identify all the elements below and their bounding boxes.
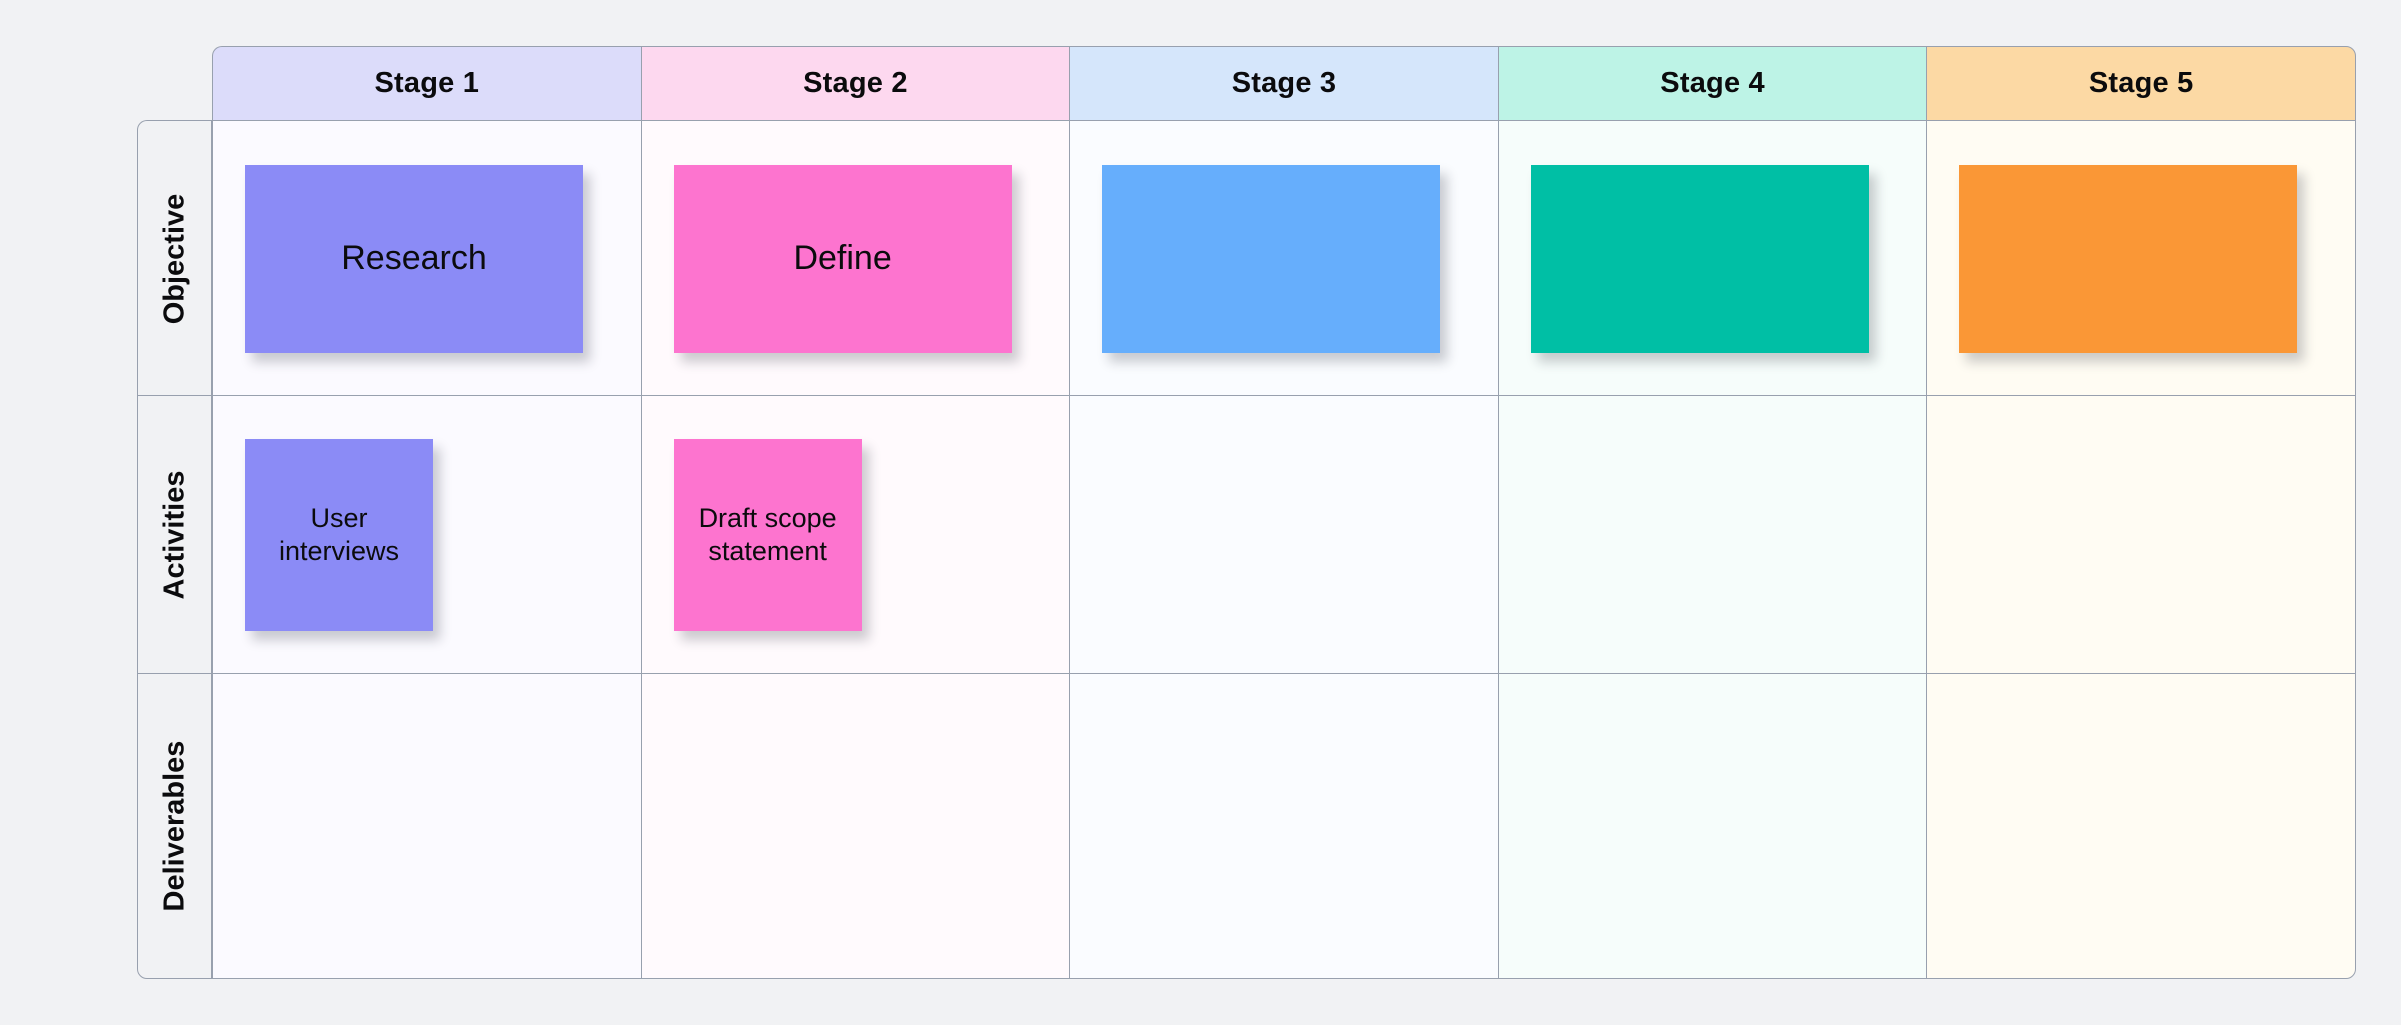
column-header-stage-2[interactable]: Stage 2 bbox=[640, 46, 1070, 121]
note-activities-stage-1[interactable]: User interviews bbox=[245, 439, 433, 631]
row-cells bbox=[212, 673, 2356, 979]
cell-deliverables-stage-3[interactable] bbox=[1069, 673, 1498, 979]
row-header-deliverables[interactable]: Deliverables bbox=[137, 673, 212, 979]
note-objective-stage-1[interactable]: Research bbox=[245, 164, 583, 353]
note-objective-stage-2[interactable]: Define bbox=[673, 164, 1012, 353]
note-objective-stage-4[interactable] bbox=[1530, 164, 1869, 353]
cell-deliverables-stage-5[interactable] bbox=[1926, 673, 2356, 979]
cell-activities-stage-2[interactable]: Draft scope statement bbox=[640, 395, 1070, 674]
column-header-label: Stage 3 bbox=[1231, 67, 1337, 99]
row-header-label: Deliverables bbox=[158, 740, 190, 912]
note-activities-stage-2[interactable]: Draft scope statement bbox=[673, 439, 862, 631]
note-objective-stage-3[interactable] bbox=[1102, 164, 1441, 353]
cell-deliverables-stage-4[interactable] bbox=[1497, 673, 1927, 979]
row-header-activities[interactable]: Activities bbox=[137, 395, 212, 674]
column-header-stage-4[interactable]: Stage 4 bbox=[1497, 46, 1927, 121]
cell-activities-stage-1[interactable]: User interviews bbox=[212, 395, 641, 674]
row-cells: User interviews Draft scope statement bbox=[212, 395, 2356, 674]
note-text: User interviews bbox=[278, 503, 400, 566]
row-cells: Research Define bbox=[212, 120, 2356, 396]
column-header-row: Stage 1 Stage 2 Stage 3 Stage 4 Stage 5 bbox=[212, 46, 2356, 121]
note-objective-stage-5[interactable] bbox=[1959, 164, 2298, 353]
column-header-label: Stage 4 bbox=[1660, 67, 1765, 99]
cell-objective-stage-2[interactable]: Define bbox=[640, 120, 1070, 396]
column-header-label: Stage 5 bbox=[2088, 67, 2194, 99]
cell-objective-stage-5[interactable] bbox=[1926, 120, 2356, 396]
cell-activities-stage-3[interactable] bbox=[1069, 395, 1498, 674]
stage-matrix-board: Stage 1 Stage 2 Stage 3 Stage 4 Stage 5 … bbox=[137, 46, 2356, 979]
board-row-deliverables: Deliverables bbox=[137, 673, 2356, 979]
board-body: Objective Research Define bbox=[137, 120, 2356, 979]
cell-deliverables-stage-1[interactable] bbox=[212, 673, 641, 979]
column-header-stage-3[interactable]: Stage 3 bbox=[1069, 46, 1498, 121]
column-header-stage-5[interactable]: Stage 5 bbox=[1926, 46, 2356, 121]
cell-objective-stage-3[interactable] bbox=[1069, 120, 1498, 396]
board-row-objective: Objective Research Define bbox=[137, 120, 2356, 396]
row-header-label: Objective bbox=[158, 193, 190, 324]
cell-activities-stage-4[interactable] bbox=[1497, 395, 1927, 674]
note-text: Draft scope statement bbox=[698, 503, 837, 566]
cell-objective-stage-4[interactable] bbox=[1497, 120, 1927, 396]
column-header-label: Stage 1 bbox=[374, 67, 480, 99]
note-text: Research bbox=[341, 238, 487, 277]
row-header-objective[interactable]: Objective bbox=[137, 120, 212, 396]
board-row-activities: Activities User interviews Draft scope s… bbox=[137, 395, 2356, 674]
column-header-label: Stage 2 bbox=[803, 67, 908, 99]
column-header-stage-1[interactable]: Stage 1 bbox=[212, 46, 641, 121]
note-text: Define bbox=[793, 238, 892, 277]
cell-deliverables-stage-2[interactable] bbox=[640, 673, 1070, 979]
row-header-label: Activities bbox=[158, 470, 190, 600]
cell-activities-stage-5[interactable] bbox=[1926, 395, 2356, 674]
cell-objective-stage-1[interactable]: Research bbox=[212, 120, 641, 396]
